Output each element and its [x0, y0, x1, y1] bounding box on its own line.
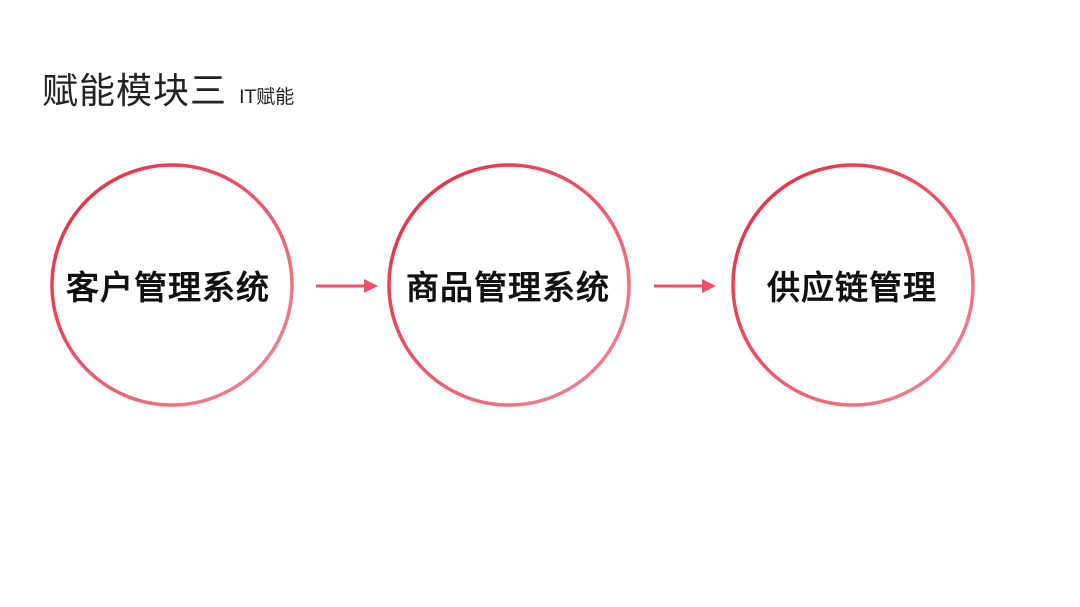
node-label-supply-chain-management: 供应链管理 — [767, 268, 937, 307]
page-title: 赋能模块三 — [42, 71, 228, 112]
node-label-product-management: 商品管理系统 — [406, 268, 610, 307]
arrow-1 — [316, 279, 378, 293]
node-label-customer-management: 客户管理系统 — [66, 268, 270, 307]
title-block: 赋能模块三 IT赋能 — [42, 62, 294, 114]
node-circle-2 — [387, 163, 631, 407]
page-subtitle: IT赋能 — [239, 86, 295, 108]
arrow-2 — [654, 279, 716, 293]
node-circle-1 — [50, 163, 294, 407]
node-circle-3 — [731, 163, 975, 407]
